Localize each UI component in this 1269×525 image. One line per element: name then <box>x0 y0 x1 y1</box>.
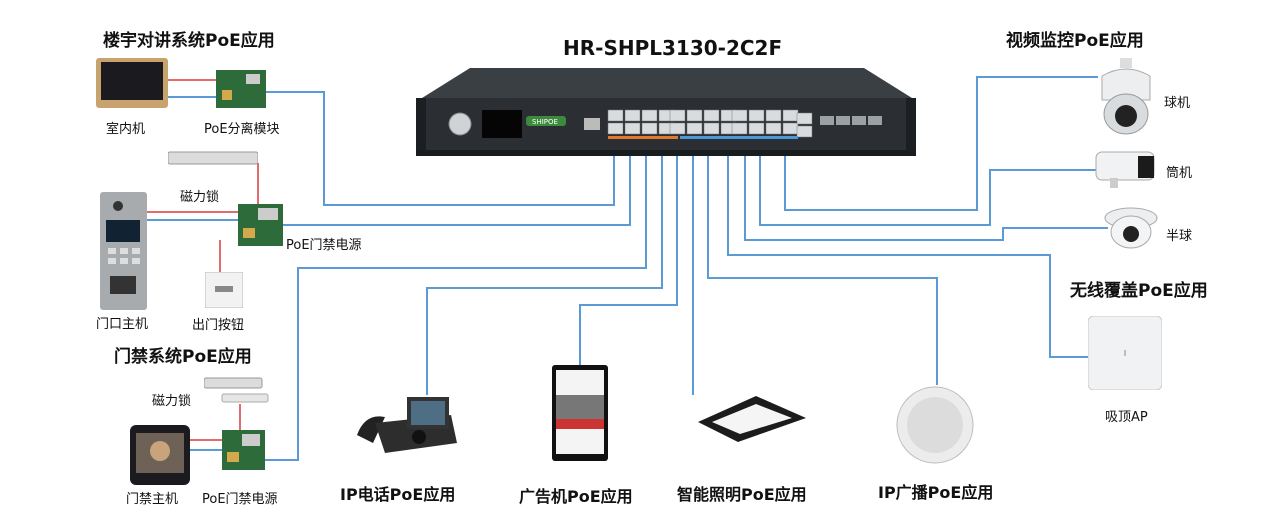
poe-splitter-label: PoE分离模块 <box>204 122 280 137</box>
bullet-camera <box>1090 144 1160 190</box>
wire-poe-splitter <box>266 91 615 206</box>
section-access-title: 门禁系统PoE应用 <box>114 347 252 367</box>
indoor-unit-label: 室内机 <box>106 122 146 137</box>
wire-ip-broadcast <box>707 150 938 385</box>
maglock-1-label: 磁力锁 <box>180 190 220 205</box>
ad-player-title: 广告机PoE应用 <box>519 487 633 506</box>
bullet-label: 筒机 <box>1166 166 1193 181</box>
exit-button-device <box>204 271 244 309</box>
dome-ptz-label: 球机 <box>1164 96 1191 111</box>
ceiling-ap-device <box>1087 315 1163 391</box>
section-video-title: 视频监控PoE应用 <box>1006 31 1144 51</box>
maglock-2-label: 磁力锁 <box>152 394 192 409</box>
ip-phone-device <box>355 393 459 457</box>
wire-bullet <box>759 150 1098 226</box>
poe-access-power-2-device <box>222 430 265 470</box>
maglock-2-device <box>203 374 270 406</box>
access-host-device <box>130 425 190 485</box>
poe-switch: SHIPOE <box>412 68 920 160</box>
half-dome-camera <box>1104 204 1158 250</box>
smart-light-device <box>686 392 810 444</box>
ip-broadcast-speaker <box>895 385 975 465</box>
section-intercom-title: 楼宇对讲系统PoE应用 <box>103 31 275 51</box>
brand-logo-text: SHIPOE <box>532 118 558 126</box>
exit-button-label: 出门按钮 <box>192 318 245 333</box>
wire-access-power-2 <box>265 150 647 461</box>
wire-half-dome <box>744 150 1108 241</box>
door-station-device <box>100 192 147 310</box>
half-dome-label: 半球 <box>1166 229 1193 244</box>
door-station-label: 门口主机 <box>96 317 149 332</box>
ceiling-ap-label: 吸顶AP <box>1105 410 1148 425</box>
maglock-1-device <box>167 150 259 166</box>
ip-broadcast-title: IP广播PoE应用 <box>878 483 994 502</box>
ip-phone-title: IP电话PoE应用 <box>340 485 456 504</box>
smart-light-title: 智能照明PoE应用 <box>677 485 807 504</box>
poe-splitter-device <box>216 70 266 108</box>
section-wireless-title: 无线覆盖PoE应用 <box>1070 281 1208 301</box>
wire-dome <box>784 76 1098 211</box>
poe-access-power-2-label: PoE门禁电源 <box>202 492 278 507</box>
wire-ip-phone <box>426 150 663 395</box>
poe-access-power-1-label: PoE门禁电源 <box>286 238 362 253</box>
ad-player-device <box>552 365 608 461</box>
wire-ad-player <box>579 150 678 365</box>
access-host-label: 门禁主机 <box>126 492 179 507</box>
wire-access-power-1 <box>283 150 631 226</box>
wire-ap <box>727 150 1088 358</box>
indoor-unit-device <box>96 58 168 108</box>
switch-model-title: HR-SHPL3130-2C2F <box>563 36 783 60</box>
poe-access-power-1-device <box>238 204 283 246</box>
dome-ptz-camera <box>1098 58 1154 136</box>
